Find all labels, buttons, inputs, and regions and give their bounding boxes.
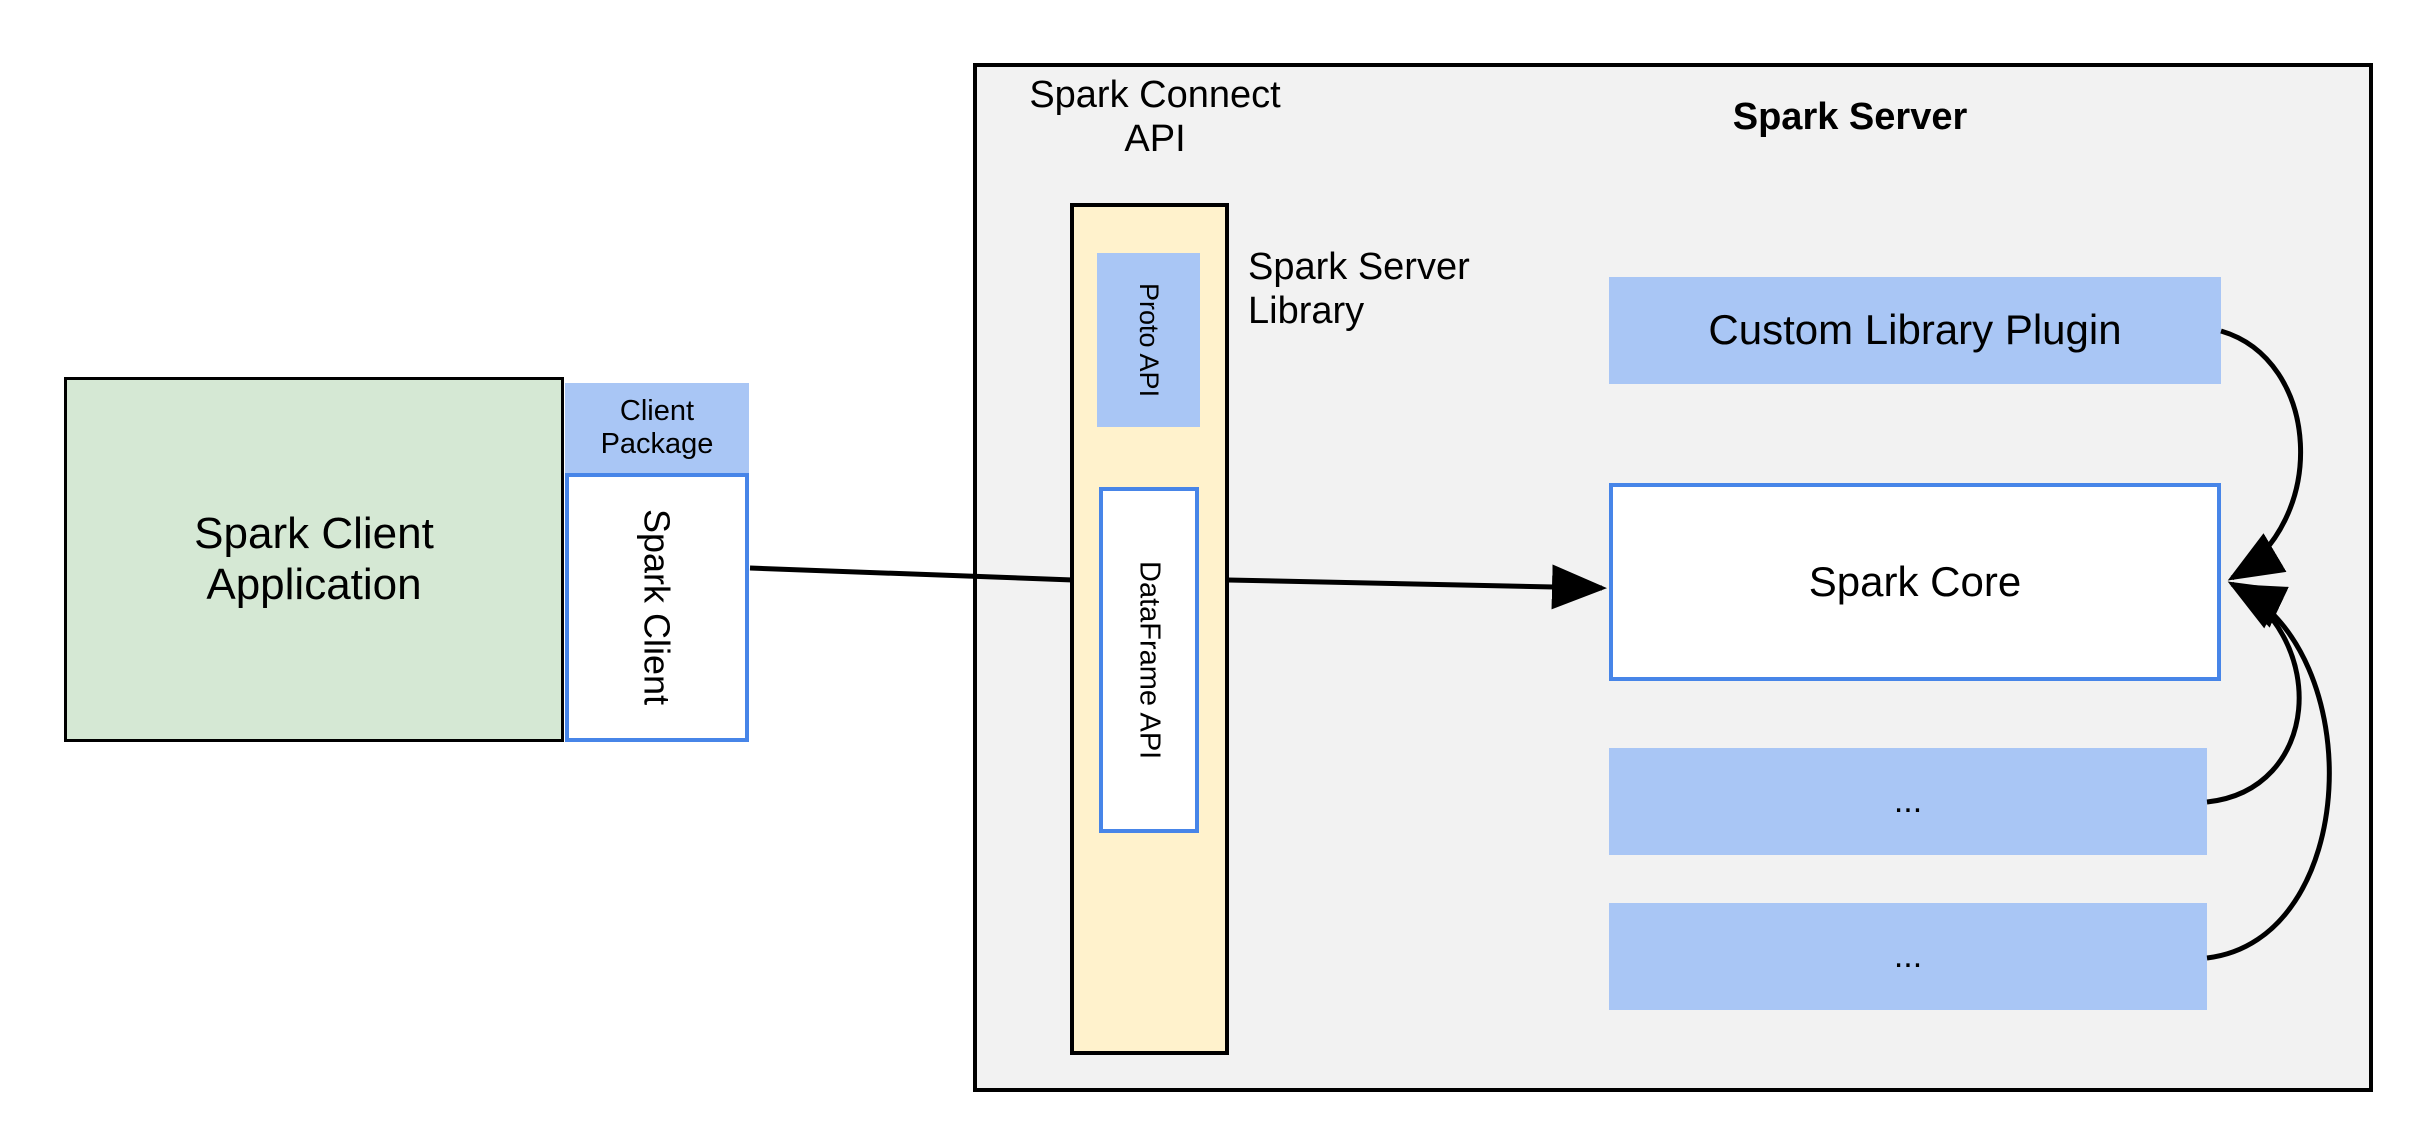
ellipsis-box-2-label: ... <box>1893 936 1923 975</box>
client-package-label: Client Package <box>600 394 714 460</box>
ellipsis-box-1[interactable]: ... <box>1609 748 2207 855</box>
dataframe-api-box[interactable]: DataFrame API <box>1099 487 1199 833</box>
spark-client-box[interactable]: Spark Client <box>565 473 749 742</box>
spark-server-title: Spark Server <box>1720 94 1980 142</box>
spark-client-application-box[interactable]: Spark Client Application <box>64 377 564 742</box>
ellipsis-box-2[interactable]: ... <box>1609 903 2207 1010</box>
ellipsis-box-1-label: ... <box>1893 781 1923 820</box>
spark-connect-api-text: Spark Connect API <box>1029 74 1281 160</box>
spark-core-label: Spark Core <box>1808 557 2022 605</box>
spark-core-box[interactable]: Spark Core <box>1609 483 2221 681</box>
custom-library-plugin-box[interactable]: Custom Library Plugin <box>1609 277 2221 384</box>
custom-library-plugin-label: Custom Library Plugin <box>1708 306 2122 354</box>
spark-server-library-label: Spark Server Library <box>1248 240 1518 340</box>
spark-server-library-text: Spark Server Library <box>1248 246 1470 332</box>
dataframe-api-label: DataFrame API <box>1133 560 1166 760</box>
proto-api-label: Proto API <box>1134 282 1165 398</box>
proto-api-box[interactable]: Proto API <box>1097 253 1200 427</box>
client-package-box[interactable]: Client Package <box>565 383 749 473</box>
spark-client-label: Spark Client <box>636 509 678 706</box>
spark-server-title-text: Spark Server <box>1732 96 1968 139</box>
spark-client-application-label: Spark Client Application <box>194 508 434 609</box>
spark-connect-api-label: Spark Connect API <box>1010 63 1300 173</box>
